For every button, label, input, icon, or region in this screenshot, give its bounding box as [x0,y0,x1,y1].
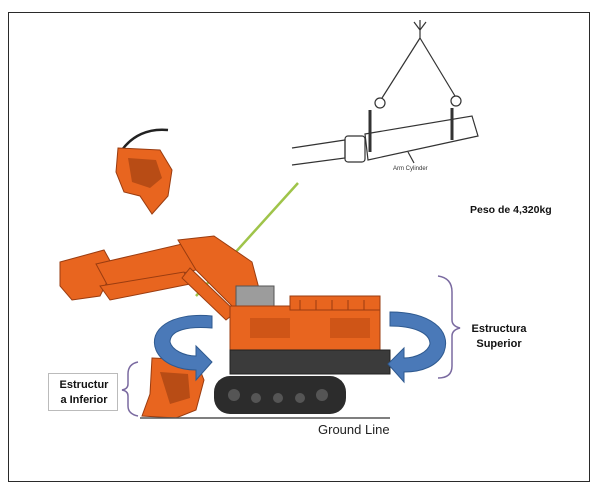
lower-structure-label-line2: a Inferior [60,394,108,406]
weight-label: Peso de 4,320kg [470,204,552,216]
upper-structure-label: Estructura Superior [468,322,530,352]
ground-line-label: Ground Line [318,422,390,437]
ground-bucket [141,357,205,419]
arm-cylinder-lifting-illustration [291,20,479,166]
crawler-tracks [214,376,346,414]
lower-structure-label-box: Estructur a Inferior [48,373,118,411]
upper-structure [229,285,391,375]
raised-bucket [115,128,173,215]
lower-structure-label: Estructur a Inferior [49,378,119,408]
arm-cylinder-label: Arm Cylinder [393,166,428,172]
upper-structure-label-line1: Estructura [471,323,527,335]
upper-structure-label-line2: Superior [476,338,522,350]
upper-structure-brace [437,275,461,379]
lower-structure-brace [121,361,139,417]
rotation-arrows [153,311,447,384]
lower-structure-label-line1: Estructur [59,379,109,391]
